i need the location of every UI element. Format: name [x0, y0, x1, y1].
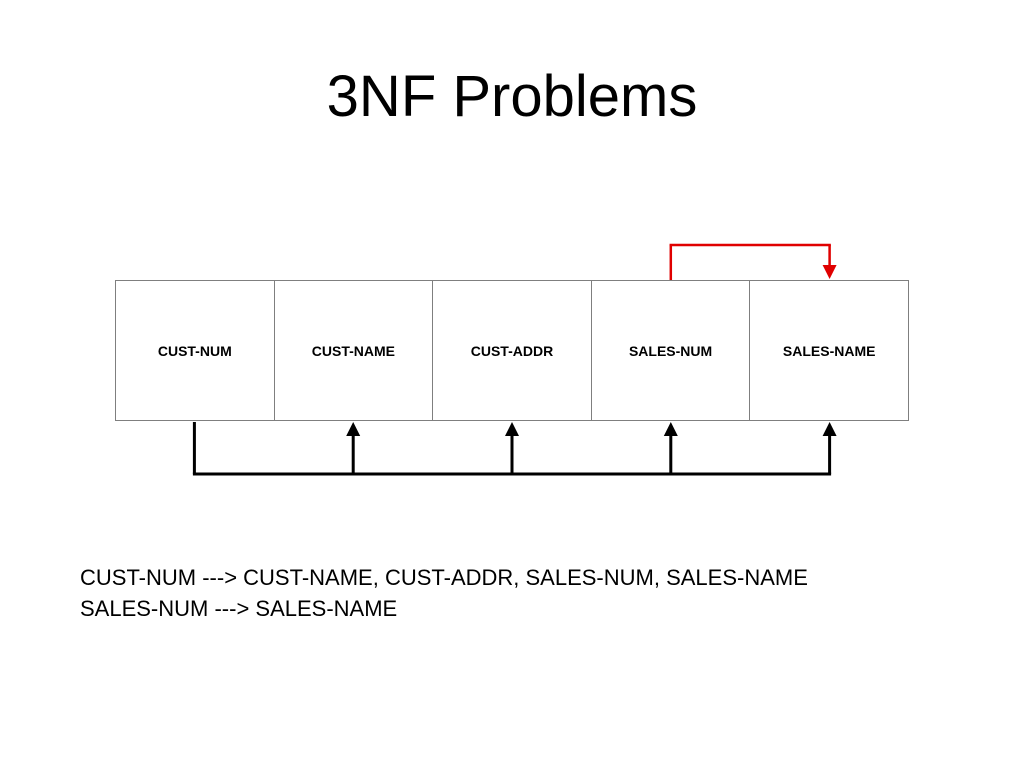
transitive-arrowhead-sales-name	[822, 265, 837, 279]
attribute-cust-addr: CUST-ADDR	[433, 281, 592, 420]
relation-table: CUST-NUM CUST-NAME CUST-ADDR SALES-NUM S…	[115, 280, 909, 421]
fd-cust-num: CUST-NUM ---> CUST-NAME, CUST-ADDR, SALE…	[80, 565, 808, 590]
attribute-cust-num: CUST-NUM	[116, 281, 275, 420]
attribute-sales-name: SALES-NAME	[782, 342, 876, 359]
attribute-cust-name: CUST-NAME	[275, 281, 434, 420]
slide-title: 3NF Problems	[326, 64, 698, 129]
attribute-sales-num: SALES-NUM	[592, 281, 751, 420]
arrowhead-sales-num	[663, 422, 678, 436]
fd-sales-num: SALES-NUM ---> SALES-NAME	[80, 596, 398, 621]
arrowhead-cust-name	[346, 422, 361, 436]
functional-dependency-list: CUST-NUM ---> CUST-NAME, CUST-ADDR, SALE…	[80, 562, 808, 624]
arrowhead-sales-name	[822, 422, 837, 436]
arrowhead-cust-addr	[505, 422, 519, 436]
